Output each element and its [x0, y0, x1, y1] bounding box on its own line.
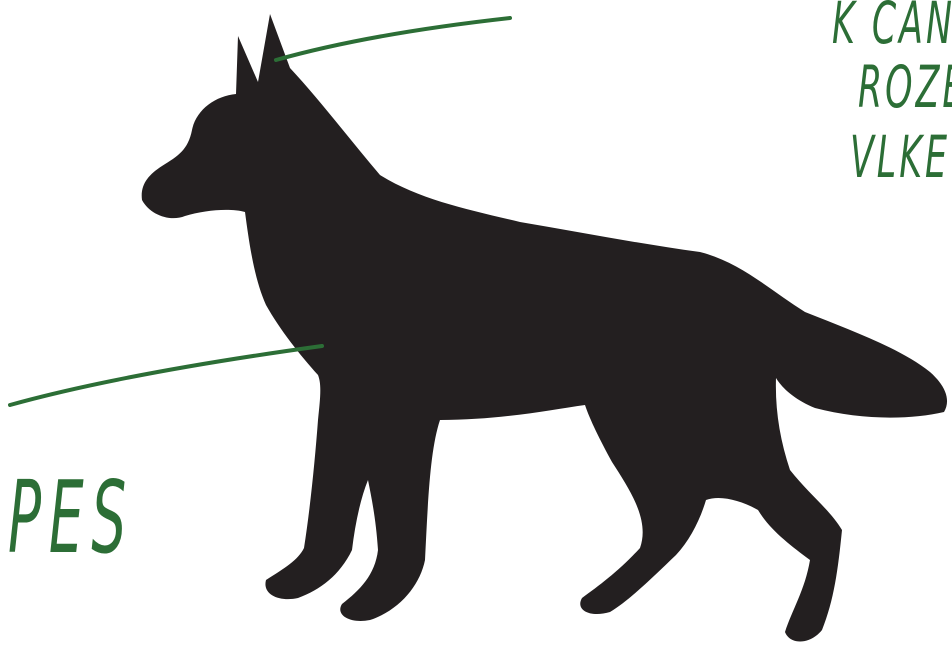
ear-note-line-1: K CAN: [832, 0, 952, 57]
dog-silhouette: [141, 14, 948, 642]
ear-note-line-2: ROZE: [858, 53, 952, 121]
pes-label: PES: [8, 459, 134, 576]
ear-note-line-3: VLKE: [850, 123, 951, 191]
ear-pointer-line: [274, 16, 512, 62]
body-pointer-line: [8, 344, 324, 407]
